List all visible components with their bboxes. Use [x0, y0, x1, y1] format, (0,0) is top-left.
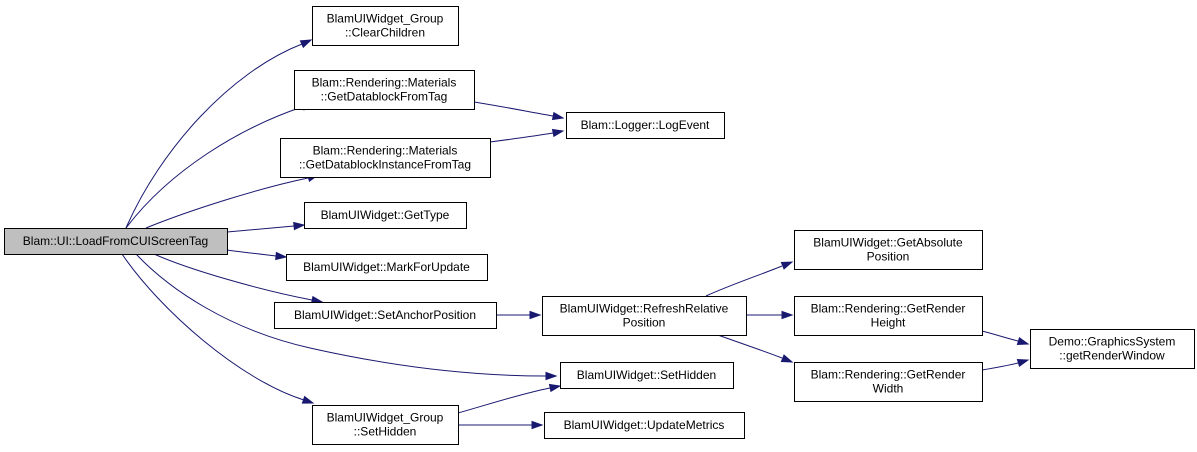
call-nodes: Blam::UI::LoadFromCUIScreenTagBlamUIWidg…: [4, 6, 1195, 445]
node-box: [794, 296, 983, 336]
arrowhead-icon: [529, 310, 542, 320]
node-box: [1030, 329, 1195, 369]
node-box: [294, 70, 475, 110]
node-root[interactable]: Blam::UI::LoadFromCUIScreenTag: [4, 228, 228, 255]
node-label-line: BlamUIWidget::UpdateMetrics: [564, 418, 725, 432]
node-label-line: BlamUIWidget::MarkForUpdate: [303, 260, 470, 274]
node-label-line: Position: [623, 316, 666, 330]
node-label-line: Blam::Logger::LogEvent: [581, 118, 710, 132]
arrowhead-icon: [299, 39, 313, 49]
edge-group_set_hidden-to-set_hidden: [457, 383, 562, 414]
node-set-hidden[interactable]: BlamUIWidget::SetHidden: [560, 362, 734, 389]
arrowhead-icon: [1016, 358, 1030, 368]
node-get-datablock-instance[interactable]: Blam::Rendering::Materials::GetDatablock…: [280, 138, 491, 178]
arrowhead-icon: [275, 251, 288, 261]
node-group-clear-children[interactable]: BlamUIWidget_Group::ClearChildren: [312, 6, 459, 46]
node-box: [4, 228, 228, 255]
arrowhead-icon: [301, 395, 315, 404]
arrowhead-icon: [780, 354, 794, 363]
edge-root-to-group_clear_children: [125, 39, 313, 229]
edge-refresh_relative_position-to-get_render_width: [717, 334, 794, 363]
node-label-line: BlamUIWidget_Group: [327, 12, 444, 26]
node-label-line: BlamUIWidget::SetHidden: [577, 368, 716, 382]
edge-root-to-get_datablock_instance: [145, 173, 320, 229]
node-get-type[interactable]: BlamUIWidget::GetType: [304, 202, 467, 229]
node-box: [794, 362, 983, 402]
node-label-line: BlamUIWidget::RefreshRelative: [560, 302, 729, 316]
edge-root-to-set_anchor_position: [153, 253, 324, 305]
node-label-line: Blam::UI::LoadFromCUIScreenTag: [23, 234, 208, 248]
edge-root-to-set_hidden: [135, 253, 558, 381]
node-label-line: BlamUIWidget_Group: [327, 411, 444, 425]
node-mark-for-update[interactable]: BlamUIWidget::MarkForUpdate: [286, 254, 488, 281]
node-update-metrics[interactable]: BlamUIWidget::UpdateMetrics: [544, 412, 745, 439]
node-label-line: BlamUIWidget::GetAbsolute: [813, 236, 963, 250]
edge-get_render_width-to-get_render_window: [981, 358, 1030, 371]
edge-get_datablock-to-log_event: [473, 101, 565, 121]
node-set-anchor-position[interactable]: BlamUIWidget::SetAnchorPosition: [274, 302, 497, 329]
edge-refresh_relative_position-to-get_render_height: [746, 310, 794, 320]
node-box: [560, 362, 734, 389]
node-label-line: ::getRenderWindow: [1059, 349, 1165, 363]
arrowhead-icon: [293, 221, 306, 231]
node-get-datablock[interactable]: Blam::Rendering::Materials::GetDatablock…: [294, 70, 475, 110]
node-get-render-window[interactable]: Demo::GraphicsSystem::getRenderWindow: [1030, 329, 1195, 369]
node-label-line: Demo::GraphicsSystem: [1049, 335, 1176, 349]
node-box: [304, 202, 467, 229]
node-label-line: Position: [867, 250, 910, 264]
node-box: [312, 405, 459, 445]
edge-root-to-get_type: [226, 221, 306, 233]
arrowhead-icon: [551, 111, 565, 121]
arrowhead-icon: [545, 371, 558, 381]
arrowhead-icon: [780, 261, 794, 270]
edge-root-to-group_set_hidden: [121, 253, 315, 404]
node-box: [286, 254, 488, 281]
node-label-line: ::ClearChildren: [345, 26, 425, 40]
node-label-line: ::GetDatablockInstanceFromTag: [299, 158, 471, 172]
node-label-line: BlamUIWidget::GetType: [321, 208, 450, 222]
node-group-set-hidden[interactable]: BlamUIWidget_Group::SetHidden: [312, 405, 459, 445]
edge-get_datablock_instance-to-log_event: [489, 128, 565, 143]
arrowhead-icon: [551, 128, 565, 138]
arrowhead-icon: [531, 420, 544, 430]
edge-group_set_hidden-to-update_metrics: [457, 420, 544, 430]
edge-set_anchor_position-to-refresh_relative_position: [496, 310, 542, 320]
node-label-line: ::GetDatablockFromTag: [321, 90, 448, 104]
edge-refresh_relative_position-to-get_absolute_position: [705, 261, 794, 297]
arrowhead-icon: [1016, 336, 1030, 346]
node-box: [566, 112, 725, 139]
node-box: [280, 138, 491, 178]
arrowhead-icon: [548, 383, 562, 393]
arrowhead-icon: [781, 310, 794, 320]
node-box: [544, 412, 745, 439]
edge-root-to-mark_for_update: [226, 249, 288, 261]
node-box: [794, 230, 983, 270]
node-label-line: Blam::Rendering::GetRender: [811, 302, 966, 316]
node-label-line: Blam::Rendering::Materials: [312, 76, 457, 90]
node-label-line: BlamUIWidget::SetAnchorPosition: [294, 308, 476, 322]
edge-get_render_height-to-get_render_window: [981, 330, 1030, 346]
node-label-line: Width: [873, 382, 904, 396]
node-box: [312, 6, 459, 46]
node-box: [274, 302, 497, 329]
node-label-line: Height: [871, 316, 906, 330]
node-box: [542, 296, 747, 336]
node-label-line: Blam::Rendering::GetRender: [811, 368, 966, 382]
node-log-event[interactable]: Blam::Logger::LogEvent: [566, 112, 725, 139]
node-label-line: ::SetHidden: [354, 425, 417, 439]
node-label-line: Blam::Rendering::Materials: [313, 144, 458, 158]
